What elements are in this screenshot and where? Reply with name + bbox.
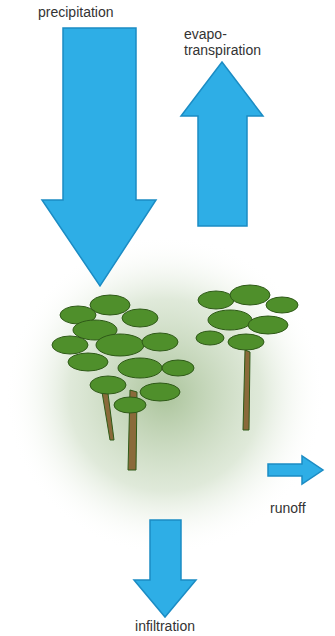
process-label: runoff [270,500,330,516]
trees [52,285,298,470]
process-label: precipitation [38,4,158,20]
process-label: infiltration [115,618,215,634]
evapotranspiration-arrow [181,62,263,226]
process-label: evapo- transpiration [184,26,284,58]
infiltration-arrow [134,520,196,617]
runoff-arrow [268,456,323,484]
precipitation-arrow [42,28,156,286]
